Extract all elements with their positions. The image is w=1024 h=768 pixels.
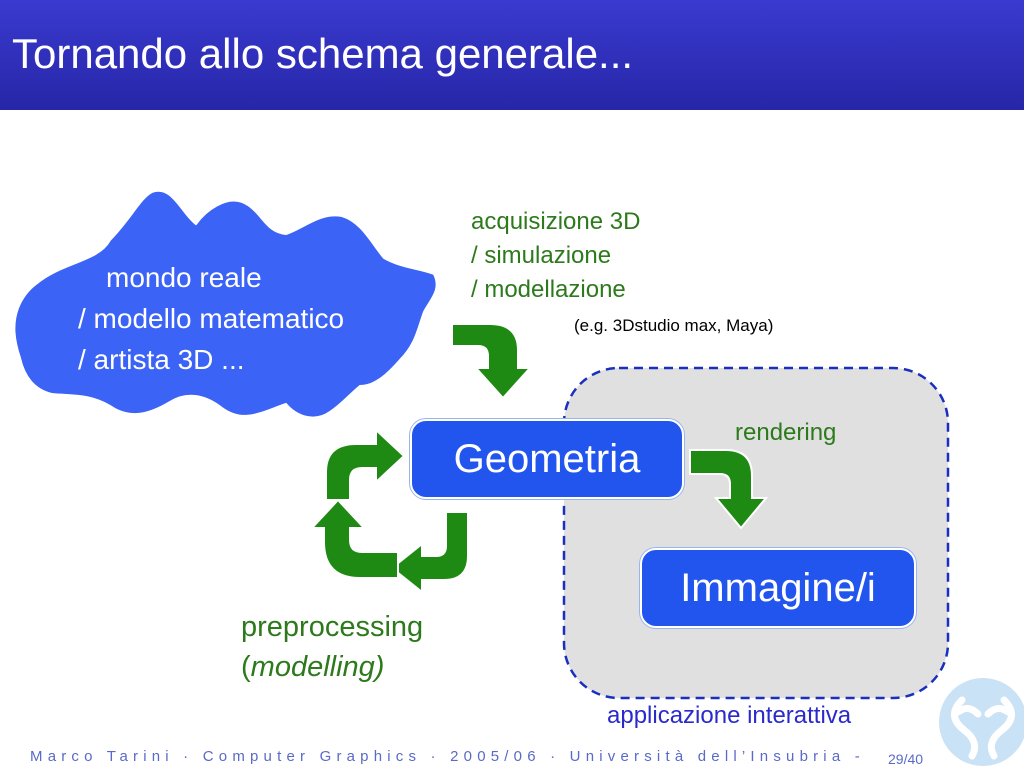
cloud-shape-icon	[13, 189, 438, 419]
preprocessing-line-2: (modelling)	[241, 647, 423, 687]
interactive-app-label: applicazione interattiva	[607, 702, 852, 729]
geometry-node: Geometria	[410, 419, 684, 499]
rendering-label: rendering	[735, 419, 837, 446]
image-node: Immagine/i	[640, 548, 916, 628]
preprocessing-line-1: preprocessing	[241, 611, 424, 643]
page-number: 29/40	[888, 751, 924, 767]
acquisition-line-3: / modellazione	[471, 276, 626, 303]
cloud-line-2: / modello matematico	[78, 303, 345, 334]
preprocessing-loop-arrow-right-icon	[325, 427, 406, 501]
footer-credit: Marco Tarini · Computer Graphics · 2005/…	[30, 748, 865, 765]
real-world-label: mondo reale / modello matematico / artis…	[78, 257, 344, 380]
rendering-arrow-icon	[689, 449, 769, 530]
slide-title: Tornando allo schema generale...	[12, 30, 634, 77]
acquisition-example: (e.g. 3Dstudio max, Maya)	[574, 316, 774, 335]
cloud-line-3: / artista 3D ...	[78, 344, 245, 375]
preprocessing-label: preprocessing (modelling)	[241, 607, 423, 687]
cloud-line-1: mondo reale	[106, 262, 262, 293]
preprocessing-loop-arrow-up-icon	[309, 498, 399, 579]
preprocessing-loop-arrow-down-icon	[390, 511, 469, 595]
preprocessing-italic: modelling)	[250, 651, 385, 683]
insubria-logo-icon	[939, 678, 1024, 766]
title-bar	[0, 0, 1024, 110]
preprocessing-paren: (	[241, 651, 251, 683]
acquisition-arrow-icon	[451, 323, 533, 400]
acquisition-line-1: acquisizione 3D	[471, 208, 641, 235]
acquisition-line-2: / simulazione	[471, 242, 612, 269]
acquisition-label: acquisizione 3D / simulazione / modellaz…	[471, 205, 640, 307]
interactive-app-region	[562, 366, 950, 700]
